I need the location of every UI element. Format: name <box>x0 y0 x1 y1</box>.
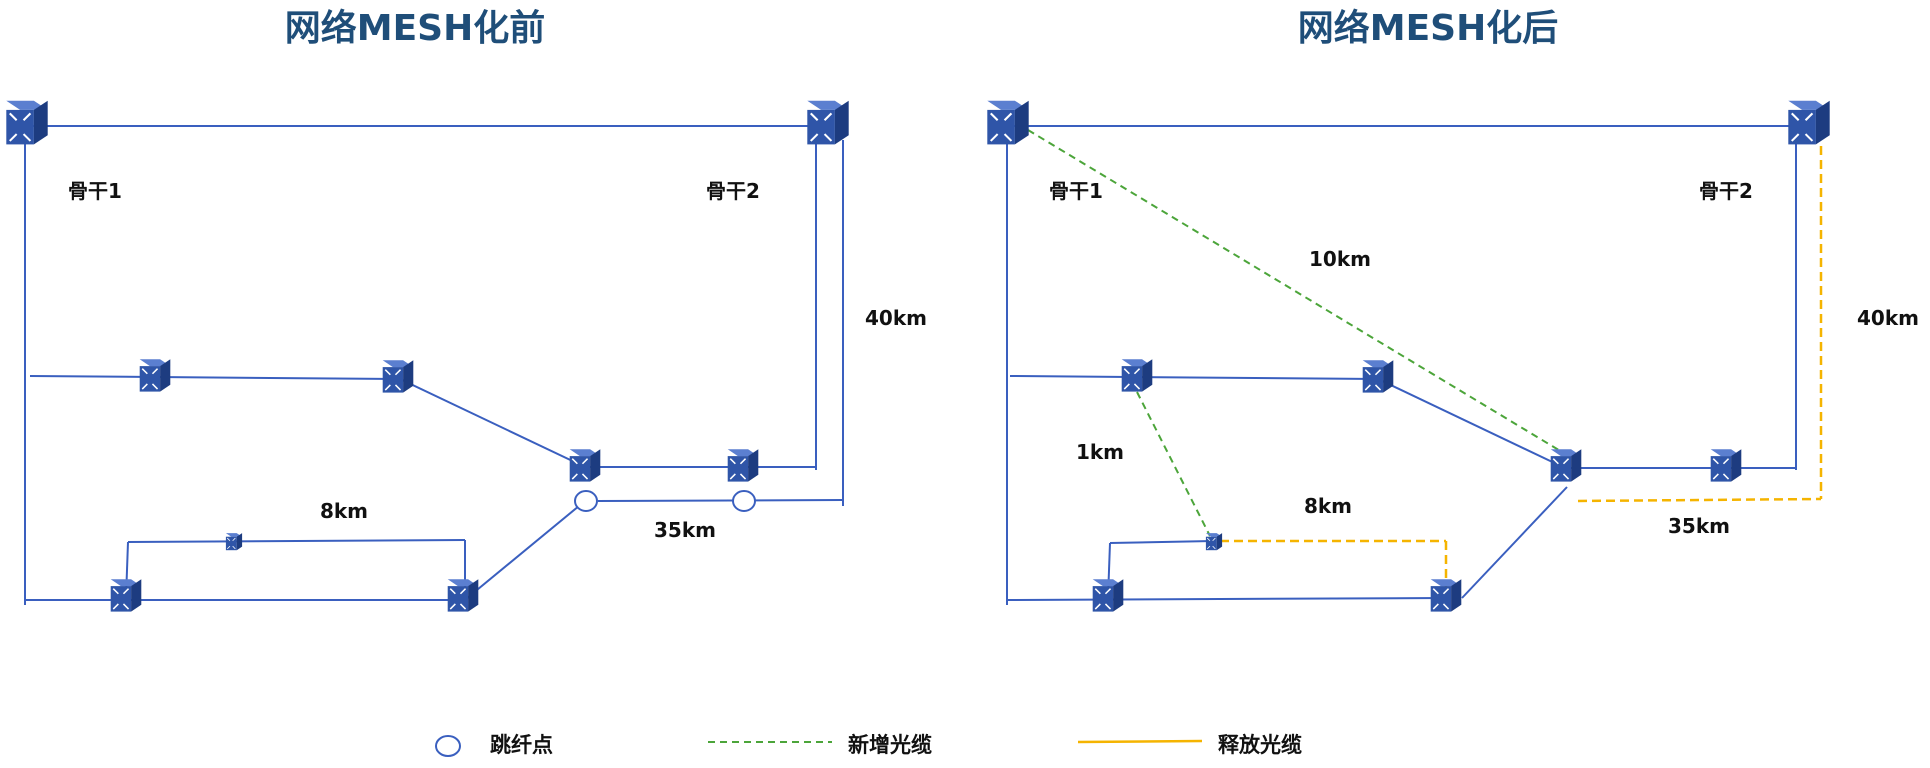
left-backbone1-label: 骨干1 <box>68 179 122 203</box>
router-icon <box>109 578 143 613</box>
legend-splice-point-label: 跳纤点 <box>490 733 553 757</box>
splice-point-icon <box>732 490 756 512</box>
left-diagram: 网络MESH化前 骨干1 骨干2 <box>5 7 927 613</box>
released-cable-swatch <box>1077 739 1203 744</box>
right-new-cables <box>1027 129 1568 537</box>
left-fiber-lines <box>24 125 844 605</box>
router-icon <box>1361 359 1395 394</box>
right-dist-35km: 35km <box>1668 514 1730 538</box>
router-icon <box>1787 99 1831 146</box>
splice-point-icon <box>574 490 598 512</box>
right-diagram: 网络MESH化后 <box>986 7 1919 613</box>
router-icon <box>225 532 243 551</box>
left-backbone2-label: 骨干2 <box>706 179 760 203</box>
right-dist-40km: 40km <box>1857 306 1919 330</box>
left-splice-points <box>574 490 756 512</box>
router-icon <box>1091 578 1125 613</box>
router-icon <box>5 99 49 146</box>
router-icon <box>986 99 1030 146</box>
legend-released-cable-label: 释放光缆 <box>1218 733 1302 757</box>
router-icon <box>1549 448 1583 483</box>
router-icon <box>381 359 415 394</box>
left-title: 网络MESH化前 <box>285 7 545 49</box>
right-released-cables <box>1220 146 1823 590</box>
right-backbone2-label: 骨干2 <box>1699 179 1753 203</box>
router-icon <box>1120 358 1154 393</box>
router-icon <box>1709 448 1743 483</box>
right-dist-10km: 10km <box>1309 247 1371 271</box>
router-icon <box>446 578 480 613</box>
router-icon <box>1205 532 1223 551</box>
router-icon <box>726 448 760 483</box>
right-backbone1-label: 骨干1 <box>1049 179 1103 203</box>
legend: 跳纤点 新增光缆 释放光缆 <box>435 733 1302 757</box>
router-icon <box>1429 578 1463 613</box>
left-dist-35km: 35km <box>654 518 716 542</box>
router-icon <box>568 448 602 483</box>
legend-new-cable-label: 新增光缆 <box>848 733 932 757</box>
right-dist-8km: 8km <box>1304 494 1352 518</box>
left-dist-8km: 8km <box>320 499 368 523</box>
splice-point-icon <box>435 735 461 757</box>
right-dist-1km: 1km <box>1076 440 1124 464</box>
left-dist-40km: 40km <box>865 306 927 330</box>
router-icon <box>806 99 850 146</box>
router-icon <box>138 358 172 393</box>
right-title: 网络MESH化后 <box>1298 7 1558 49</box>
